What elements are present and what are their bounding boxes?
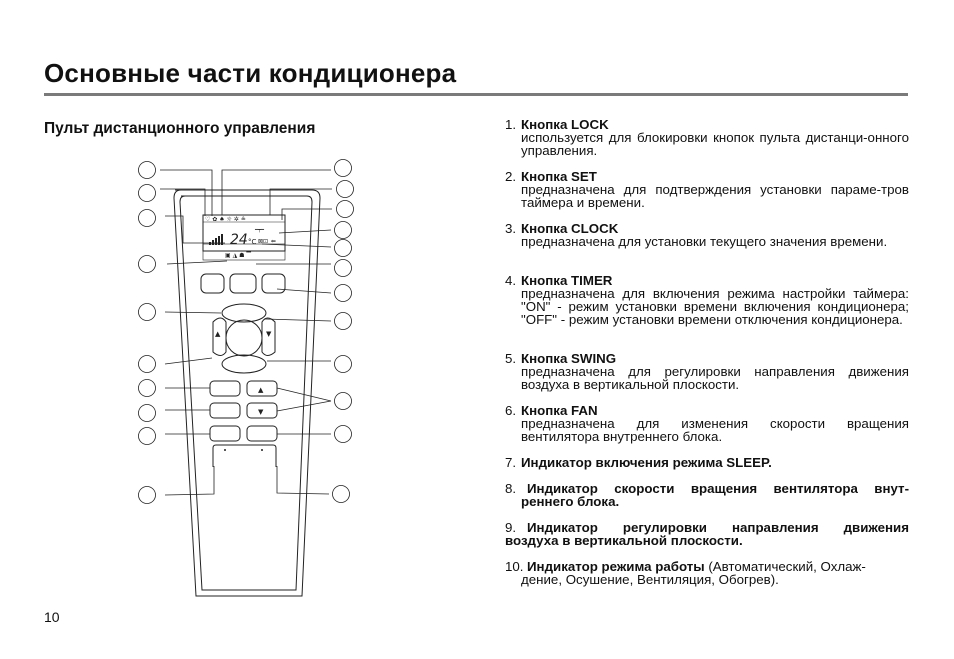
part-description: дение, Осушение, Вентиляция, Обогрев). [521, 572, 779, 587]
part-name: Кнопка SET [521, 169, 597, 184]
section-title: Пульт дистанционного управления [44, 120, 316, 137]
lcd-unit: °C [248, 238, 257, 246]
part-description: предназначена для подтверждения установк… [521, 182, 909, 210]
part-number: 3. [505, 221, 517, 236]
part-item-clock: 3. Кнопка CLOCK предназначена для установ… [505, 222, 909, 248]
part-number: 4. [505, 273, 517, 288]
part-item-timer: 4. Кнопка TIMER предназначена для включен… [505, 274, 909, 326]
title-rule [44, 93, 908, 96]
part-name: Кнопка CLOCK [521, 221, 619, 236]
part-name: Кнопка FAN [521, 403, 598, 418]
fan-button[interactable] [261, 317, 276, 356]
part-number: 8. [505, 481, 517, 496]
swing-button[interactable] [212, 317, 227, 356]
temp-down-button[interactable] [246, 402, 278, 419]
part-number: 7. [505, 455, 517, 470]
part-item-lock: 1. Кнопка LOCK используется для блокировк… [505, 118, 909, 157]
timer-button[interactable] [221, 303, 267, 323]
svg-text:⊠⊡: ⊠⊡ [258, 238, 268, 245]
remote-body-outline [173, 189, 321, 597]
part-name: Кнопка TIMER [521, 273, 613, 288]
svg-text:⇚: ⇚ [271, 238, 276, 245]
down-triangle-icon: ▼ [258, 408, 264, 416]
lock-button[interactable] [200, 273, 225, 294]
temp-up-button[interactable] [246, 380, 278, 397]
fan-down-arrow-icon: ▼ [266, 330, 272, 338]
part-description: предназначена для регулировки направлени… [521, 364, 909, 392]
part-number: 5. [505, 351, 517, 366]
swing-up-arrow-icon: ▲ [215, 330, 221, 338]
part-description: предназначена для включения режима настр… [521, 286, 909, 327]
page-title: Основные части кондиционера [44, 58, 457, 88]
part-name: Индикатор скорости вращения вентилятора … [527, 481, 909, 496]
part-name: Кнопка SWING [521, 351, 617, 366]
button-bracket [212, 444, 277, 467]
up-triangle-icon: ▲ [258, 386, 264, 394]
part-name: Индикатор регулировки направления движен… [527, 520, 909, 535]
part-item-mode-indicator: 10.Индикатор режима работы (Автоматическ… [505, 560, 909, 586]
svg-text:━┯━: ━┯━ [254, 227, 265, 233]
part-description: воздуха в вертикальной плоскости. [505, 533, 743, 548]
part-name: Кнопка LOCK [521, 117, 609, 132]
left-button-1[interactable] [209, 380, 241, 397]
remote-body-inner-outline [179, 195, 313, 591]
part-item-set: 2. Кнопка SET предназначена для подтвержд… [505, 170, 909, 209]
part-item-fan: 6. Кнопка FAN предназначена для изменения… [505, 404, 909, 443]
part-name-extra: (Автоматический, Охлаж- [704, 559, 866, 574]
part-item-sleep-indicator: 7. Индикатор включения режима SLEEP. [505, 456, 909, 469]
part-name: Индикатор режима работы [527, 559, 705, 574]
part-number: 2. [505, 169, 517, 184]
part-name: Индикатор включения режима SLEEP. [521, 455, 772, 470]
svg-text:▣ ◮ ☗ ▔: ▣ ◮ ☗ ▔ [225, 251, 251, 259]
page-number: 10 [44, 609, 60, 625]
part-number: 6. [505, 403, 517, 418]
lcd-status-row [202, 243, 286, 261]
remote-control-diagram: ♡ ✿ ♠ ☼ ✲ ≗ 24 °C ━┯━ ⊠⊡ ⇚ ▣ ◮ ☗ ▔ ▲ ▼ ▲… [138, 159, 354, 597]
part-item-swing-indicator: 9. Индикатор регулировки направления движ… [505, 521, 909, 547]
part-description: используется для блокировки кнопок пульт… [521, 130, 909, 158]
part-description: реннего блока. [521, 494, 620, 509]
left-button-2[interactable] [209, 402, 241, 419]
mode-button[interactable] [221, 354, 267, 374]
right-button-3[interactable] [246, 425, 278, 442]
part-number: 9. [505, 520, 517, 535]
left-button-3[interactable] [209, 425, 241, 442]
part-description: предназначена для изменения скорости вра… [521, 416, 909, 444]
part-number: 10. [505, 559, 524, 574]
clock-button[interactable] [261, 273, 286, 294]
svg-text:♡ ✿ ♠ ☼ ✲ ≗: ♡ ✿ ♠ ☼ ✲ ≗ [205, 216, 246, 223]
set-button[interactable] [229, 273, 257, 294]
part-item-swing: 5. Кнопка SWING предназначена для регулир… [505, 352, 909, 391]
part-number: 1. [505, 117, 517, 132]
part-item-fan-speed-indicator: 8. Индикатор скорости вращения вентилятор… [505, 482, 909, 508]
power-button[interactable] [225, 319, 263, 357]
lcd-temperature: 24 [230, 232, 248, 248]
part-description: предназначена для установки текущего зна… [521, 234, 888, 249]
